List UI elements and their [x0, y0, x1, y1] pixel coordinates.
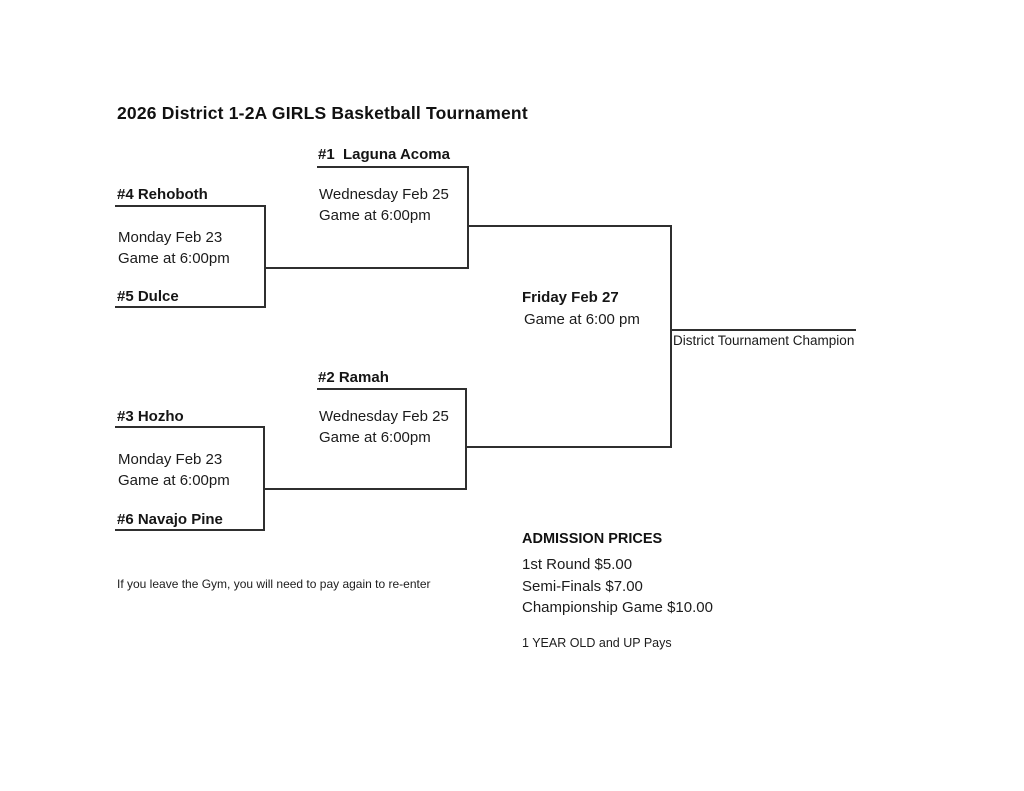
final-date: Friday Feb 27 — [522, 289, 619, 306]
semifinal1-date: Wednesday Feb 25 — [319, 186, 449, 203]
game2-top-seed-line — [115, 426, 265, 428]
semifinal1-seed-label: #1 Laguna Acoma — [318, 146, 450, 163]
game1-bottom-seed-line — [115, 306, 264, 308]
final-time: Game at 6:00 pm — [524, 311, 640, 328]
semifinal2-date: Wednesday Feb 25 — [319, 408, 449, 425]
game2-bottom-seed-line — [115, 529, 265, 531]
game1-bracket-vertical-line — [264, 205, 266, 308]
semifinal1-seed-line — [317, 166, 468, 168]
semifinal2-time: Game at 6:00pm — [319, 429, 431, 446]
page-title: 2026 District 1-2A GIRLS Basketball Tour… — [117, 103, 528, 123]
game1-time: Game at 6:00pm — [118, 250, 230, 267]
semifinal2-seed-line — [317, 388, 467, 390]
admission-age-note: 1 YEAR OLD and UP Pays — [522, 636, 672, 650]
semifinal1-time: Game at 6:00pm — [319, 207, 431, 224]
game2-date: Monday Feb 23 — [118, 451, 223, 468]
admission-prices-heading: ADMISSION PRICES — [522, 531, 663, 547]
semifinal1-winner-line — [467, 225, 672, 227]
admission-price-championship: Championship Game $10.00 — [522, 599, 713, 616]
semifinal2-winner-line — [465, 446, 672, 448]
semifinal1-bracket-vertical-line — [467, 166, 469, 269]
reentry-note: If you leave the Gym, you will need to p… — [117, 577, 431, 591]
final-bracket-vertical-line — [670, 225, 672, 448]
game1-top-seed-line — [115, 205, 264, 207]
champion-line — [670, 329, 856, 331]
semifinal2-seed-label: #2 Ramah — [318, 369, 389, 386]
game2-bracket-vertical-line — [263, 426, 265, 531]
game2-time: Game at 6:00pm — [118, 472, 230, 489]
admission-price-first-round: 1st Round $5.00 — [522, 556, 633, 573]
game1-bottom-seed-label: #5 Dulce — [117, 288, 179, 305]
game2-winner-line — [263, 488, 467, 490]
game1-winner-line — [264, 267, 469, 269]
champion-label: District Tournament Champion — [673, 333, 855, 348]
game2-top-seed-label: #3 Hozho — [117, 408, 184, 425]
semifinal2-bracket-vertical-line — [465, 388, 467, 490]
admission-prices-list: 1st Round $5.00 Semi-Finals $7.00 Champi… — [522, 554, 713, 619]
game1-top-seed-label: #4 Rehoboth — [117, 186, 208, 203]
game2-bottom-seed-label: #6 Navajo Pine — [117, 511, 223, 528]
admission-price-semifinals: Semi-Finals $7.00 — [522, 577, 643, 595]
game1-date: Monday Feb 23 — [118, 229, 223, 246]
